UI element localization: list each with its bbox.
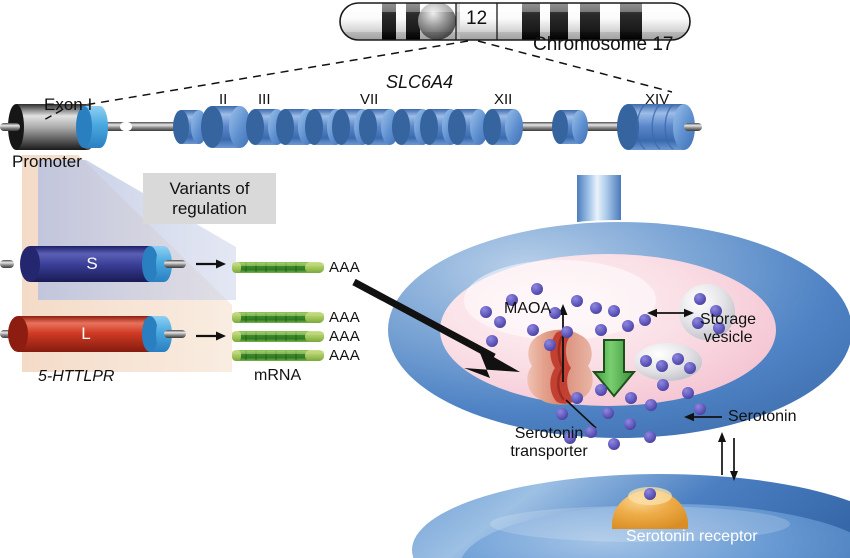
poly-a-label: AAA [329, 309, 361, 326]
exon-label-ii: II [219, 91, 228, 108]
poly-a-label: AAA [329, 259, 361, 276]
transporter-line2: transporter [510, 442, 588, 460]
exon-1-bead [76, 106, 108, 148]
allele-l-letter: L [81, 324, 91, 343]
serotonin-receptor-label: Serotonin receptor [626, 528, 758, 545]
httlpr-label: 5-HTTLPR [38, 368, 115, 385]
serotonin-dots [480, 283, 725, 450]
serotonin-label-arrow [684, 412, 722, 422]
variants-box-line1: Variants of [169, 178, 250, 198]
variants-box-line2: regulation [172, 198, 247, 218]
storage-vesicle-label: Storage vesicle [700, 311, 756, 347]
exon-1-label: Exon I [44, 95, 93, 114]
exon-label-xiv: XIV [645, 91, 670, 108]
chromosome-ideogram [339, 2, 691, 41]
down-arrow-icon [591, 339, 637, 398]
equilibrium-arrows [718, 432, 738, 481]
transporter-line1: Serotonin [514, 425, 584, 442]
chromosome-band-label: 12 [466, 8, 488, 29]
variants-of-regulation-box: Variants of regulation [143, 173, 276, 224]
mrna-strands [232, 262, 324, 361]
gene-structure [0, 104, 702, 150]
mrna-strand [232, 331, 324, 342]
promoter-label: Promoter [12, 152, 82, 171]
transcription-arrows [196, 259, 226, 341]
mrna-label: mRNA [254, 367, 302, 384]
exon-label-vii: VII [360, 91, 379, 108]
exon-14-bead [617, 104, 695, 150]
serotonin-label: Serotonin [728, 408, 797, 425]
transporter-leader-line [565, 399, 597, 429]
allele-S [0, 246, 186, 282]
maoa-label: MAOA [504, 300, 552, 317]
storage-vesicle-line2: vesicle [703, 328, 753, 346]
chromosome-to-gene-leaders [84, 40, 673, 106]
exon-label-iii: III [258, 91, 271, 108]
chromosome-label: Chromosome 17 [533, 34, 674, 55]
serotonin-receptor-shape [612, 487, 688, 529]
allele-s-letter: S [86, 254, 98, 273]
mrna-strand [232, 312, 324, 323]
translation-arrow [352, 278, 520, 378]
mrna-strand [232, 262, 324, 273]
mrna-strand [232, 350, 324, 361]
allele-L [0, 316, 186, 352]
gene-name-label: SLC6A4 [386, 72, 454, 92]
poly-a-label: AAA [329, 347, 361, 364]
vesicle-exchange-arrow [647, 308, 694, 318]
serotonin-transporter-label: Serotonin transporter [489, 425, 609, 461]
exon-label-xii: XII [494, 91, 513, 108]
serotonin-transporter-protein [527, 329, 593, 405]
storage-vesicle-line1: Storage [700, 311, 757, 328]
poly-a-label: AAA [329, 328, 361, 345]
exon-beads [173, 104, 702, 150]
